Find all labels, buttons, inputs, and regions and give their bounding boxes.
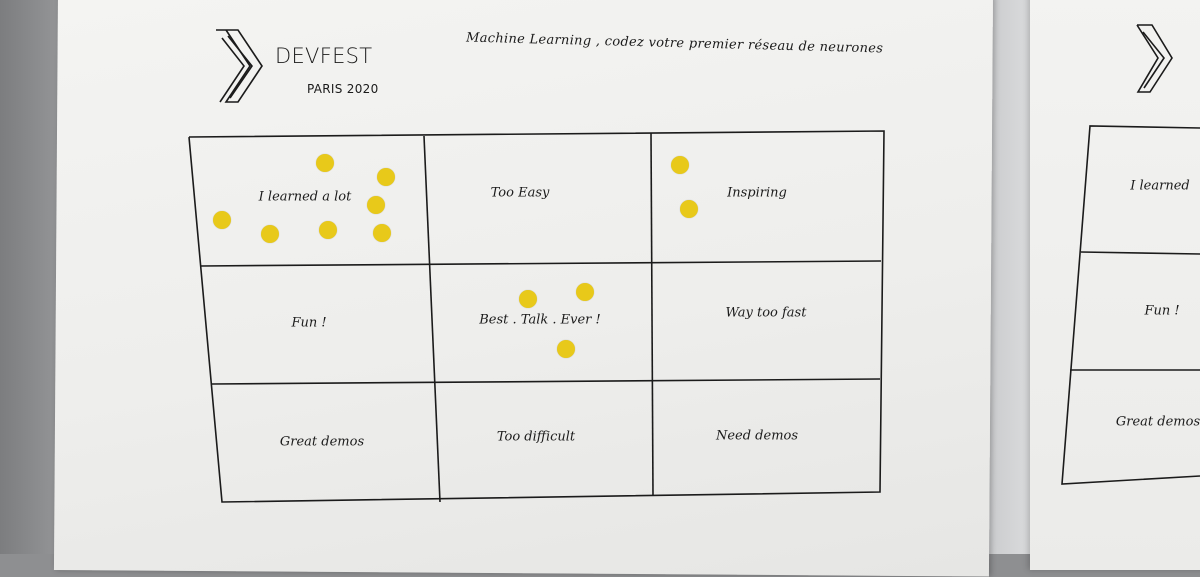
edition-label: PARIS 2020: [307, 82, 379, 96]
cell-label-great-demos: Great demos: [279, 434, 365, 450]
second-poster: [1030, 0, 1200, 570]
vote-sticker: [377, 168, 395, 186]
feedback-grid: [188, 130, 885, 503]
cell-label-learned: I learned a lot: [258, 189, 352, 205]
vote-sticker: [373, 224, 391, 242]
vote-sticker: [316, 154, 334, 172]
vote-sticker: [576, 283, 594, 301]
cell-label-fun: Fun !: [291, 315, 327, 331]
vote-sticker: [680, 200, 698, 218]
cell-label-too-easy: Too Easy: [490, 185, 550, 201]
devfest-logo-icon: [216, 24, 1173, 103]
vote-sticker: [319, 221, 337, 239]
cell-label-best-talk: Best . Talk . Ever !: [479, 312, 601, 328]
vote-sticker: [367, 196, 385, 214]
vote-sticker: [519, 290, 537, 308]
cell-label-inspiring: Inspiring: [727, 185, 787, 201]
brand-title: DEVFEST: [275, 44, 373, 68]
vote-sticker: [671, 156, 689, 174]
poster-drawing: [188, 24, 1200, 503]
vote-sticker: [213, 211, 231, 229]
vote-sticker: [261, 225, 279, 243]
vote-sticker: [557, 340, 575, 358]
cell-label-way-too-fast: Way too fast: [725, 305, 807, 321]
second-cell-label-fun: Fun !: [1144, 303, 1180, 319]
second-cell-label-learned: I learned: [1130, 178, 1190, 194]
cell-label-need-demos: Need demos: [715, 428, 799, 444]
cell-label-too-difficult: Too difficult: [496, 429, 576, 445]
second-cell-label-great-demos: Great demos: [1115, 414, 1200, 430]
second-grid: [1061, 125, 1200, 485]
